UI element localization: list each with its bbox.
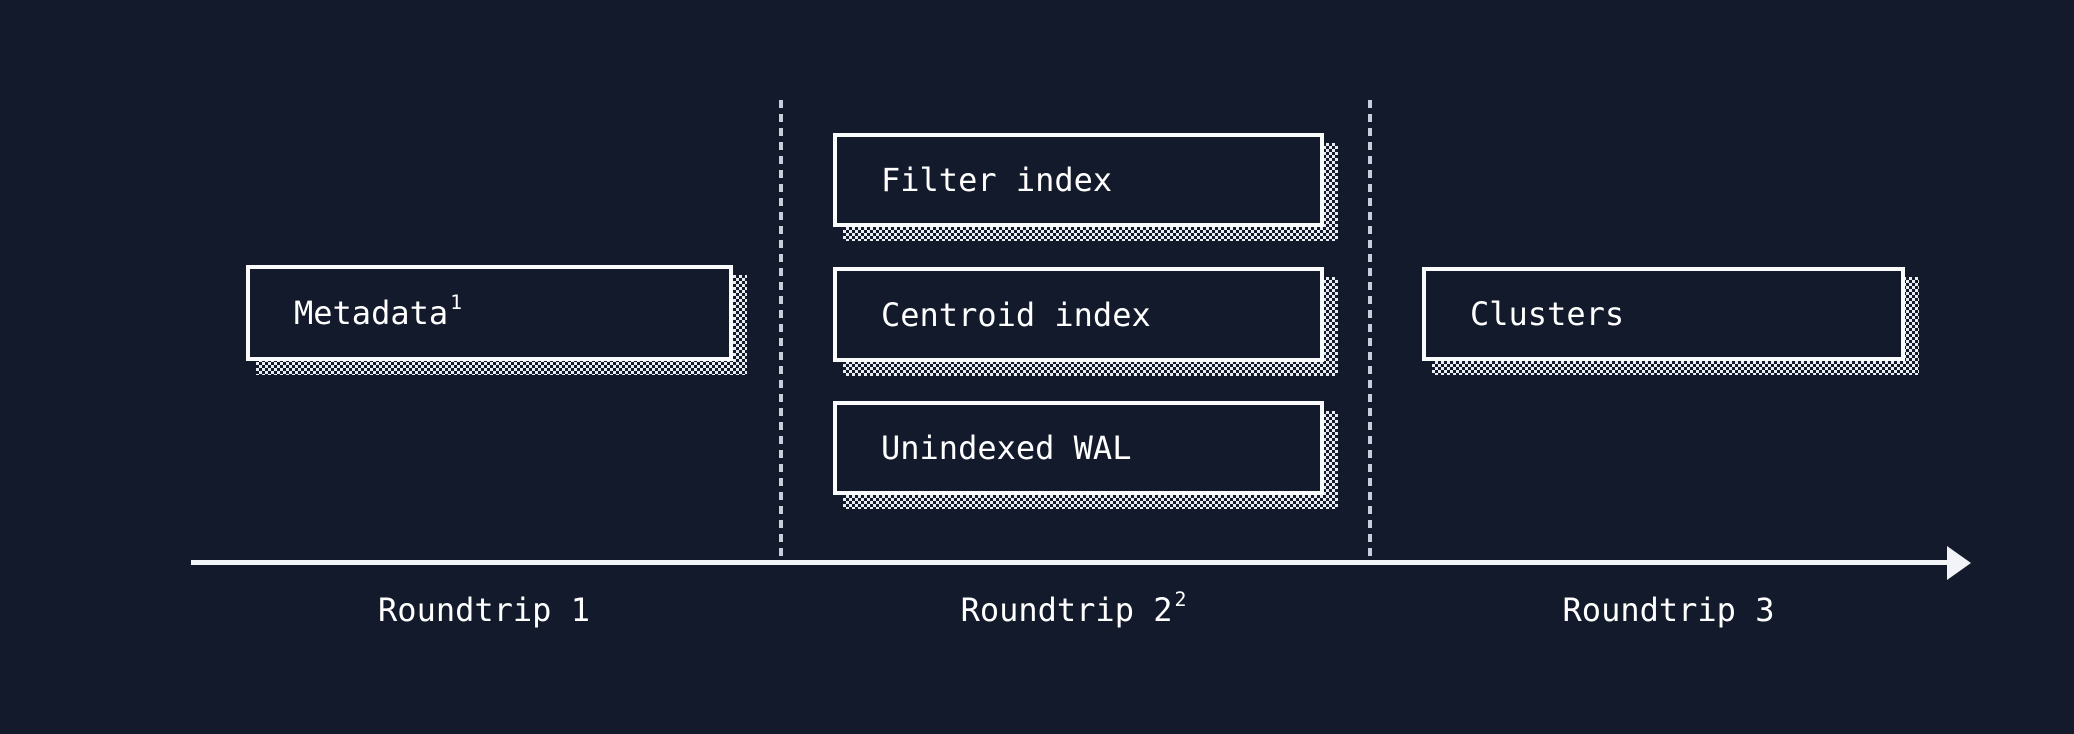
- box-metadata-superscript: 1: [450, 290, 463, 314]
- stage-divider-2: [1368, 100, 1372, 561]
- box-centroid-index-face: Centroid index: [833, 267, 1324, 362]
- box-clusters-label: Clusters: [1470, 295, 1625, 333]
- box-metadata-label: Metadata: [294, 294, 449, 332]
- axis-label-roundtrip-2-text: Roundtrip 2: [960, 591, 1173, 629]
- axis-label-roundtrip-2-superscript: 2: [1174, 587, 1187, 611]
- axis-label-roundtrip-1-text: Roundtrip 1: [378, 591, 590, 629]
- box-centroid-index-label: Centroid index: [881, 295, 1151, 334]
- axis-label-roundtrip-3-text: Roundtrip 3: [1562, 591, 1775, 629]
- box-centroid-index: Centroid index: [833, 267, 1338, 376]
- box-filter-index-label: Filter index: [881, 161, 1113, 199]
- axis-label-roundtrip-1: Roundtrip 1: [191, 590, 779, 630]
- box-clusters-face: Clusters: [1422, 267, 1905, 361]
- box-unindexed-wal-label: Unindexed WAL: [881, 429, 1132, 467]
- box-unindexed-wal-face: Unindexed WAL: [833, 401, 1324, 495]
- box-filter-index: Filter index: [833, 133, 1338, 241]
- box-filter-index-face: Filter index: [833, 133, 1324, 227]
- box-clusters: Clusters: [1422, 267, 1919, 375]
- stage-divider-1: [779, 100, 783, 561]
- timeline-axis-line: [191, 560, 1948, 565]
- arrow-right-icon: [1947, 546, 1971, 580]
- axis-label-roundtrip-3: Roundtrip 3: [1368, 590, 1971, 630]
- box-unindexed-wal: Unindexed WAL: [833, 401, 1338, 509]
